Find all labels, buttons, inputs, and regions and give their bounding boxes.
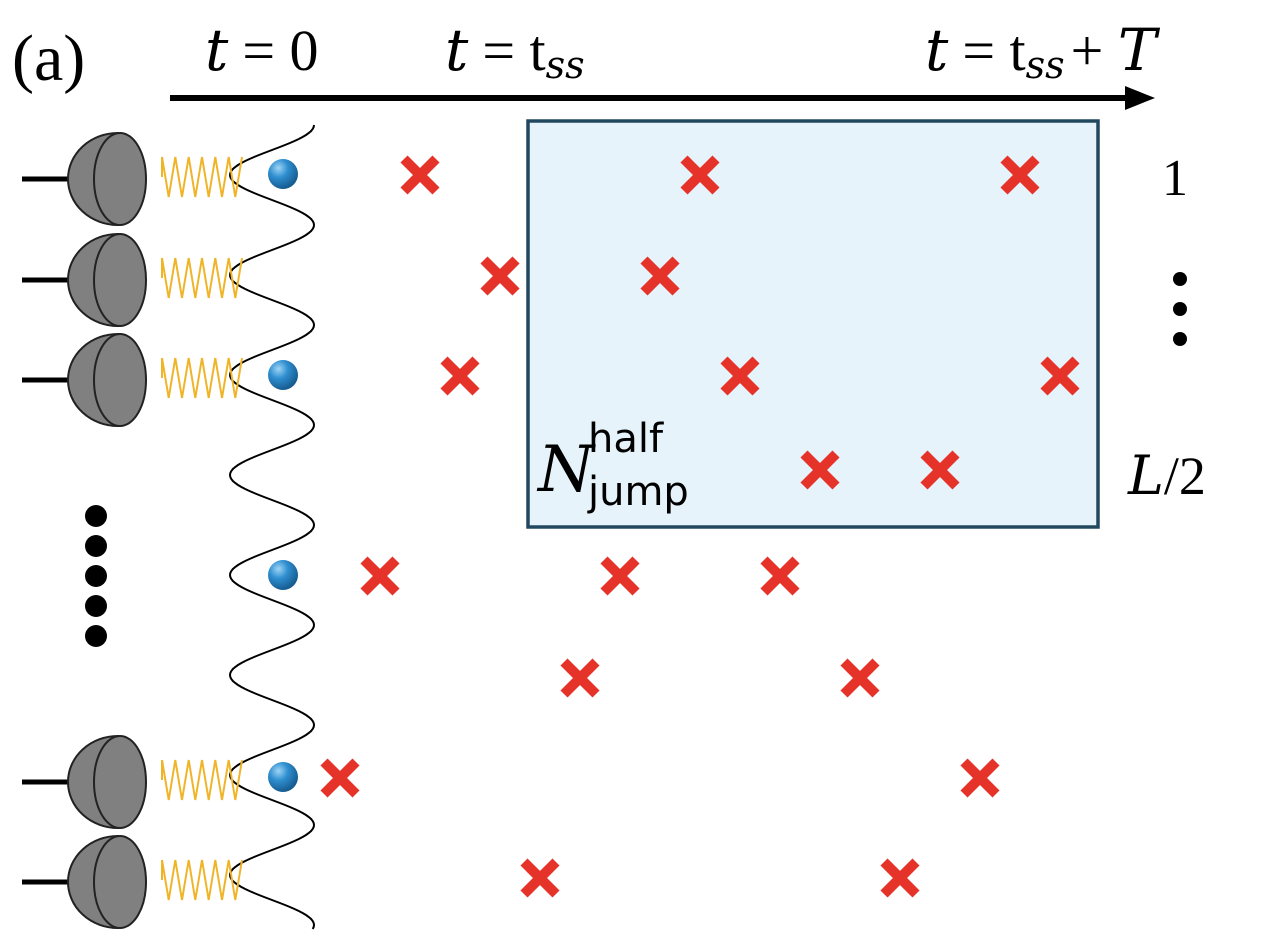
jump-cross-icon [640, 256, 680, 296]
particle-icon [268, 560, 298, 590]
jump-cross-icon [800, 450, 840, 490]
spring-icon [161, 257, 243, 299]
jump-cross-icon [760, 556, 800, 596]
jump-cross-icon [600, 556, 640, 596]
detector-icon [22, 834, 147, 930]
jump-cross-icon [440, 356, 480, 396]
time-label-end: t= tss+ T [925, 16, 1161, 87]
jump-cross-icon [1040, 356, 1080, 396]
detector-icon [22, 131, 147, 227]
row-ellipsis-right [1173, 272, 1187, 346]
detector-icon [22, 332, 147, 428]
region-symbol: N [536, 433, 596, 507]
time-label-start: t= 0 [205, 16, 319, 84]
spring-icon [161, 859, 243, 901]
row-label-half: L/2 [1127, 444, 1206, 507]
detector-icon [22, 232, 147, 328]
spring-icon [161, 357, 243, 399]
panel-label: (a) [12, 22, 85, 95]
region-superscript: half [588, 416, 664, 462]
jump-cross-icon [320, 758, 360, 798]
time-label-ss: t= tss [445, 16, 585, 87]
jump-cross-icon [840, 658, 880, 698]
lattice-potential [228, 124, 316, 930]
particle-icon [268, 360, 298, 390]
row-label-first: 1 [1162, 150, 1188, 207]
jump-cross-icon [880, 858, 920, 898]
spring-icon [161, 759, 243, 801]
particle-icon [268, 159, 298, 189]
jump-cross-icon [480, 256, 520, 296]
jump-cross-icon [400, 155, 440, 195]
jump-cross-icon [520, 858, 560, 898]
spring-icon [161, 156, 243, 198]
jump-cross-icon [960, 758, 1000, 798]
region-subscript: jump [587, 469, 689, 515]
jump-cross-icon [1000, 155, 1040, 195]
time-arrow [170, 86, 1155, 110]
jump-cross-icon [360, 556, 400, 596]
row-ellipsis-left [85, 505, 107, 647]
jump-cross-icon [560, 658, 600, 698]
jump-cross-icon [720, 356, 760, 396]
particle-icon [268, 762, 298, 792]
detector-icon [22, 734, 147, 830]
jump-cross-icon [920, 450, 960, 490]
jump-cross-icon [680, 155, 720, 195]
